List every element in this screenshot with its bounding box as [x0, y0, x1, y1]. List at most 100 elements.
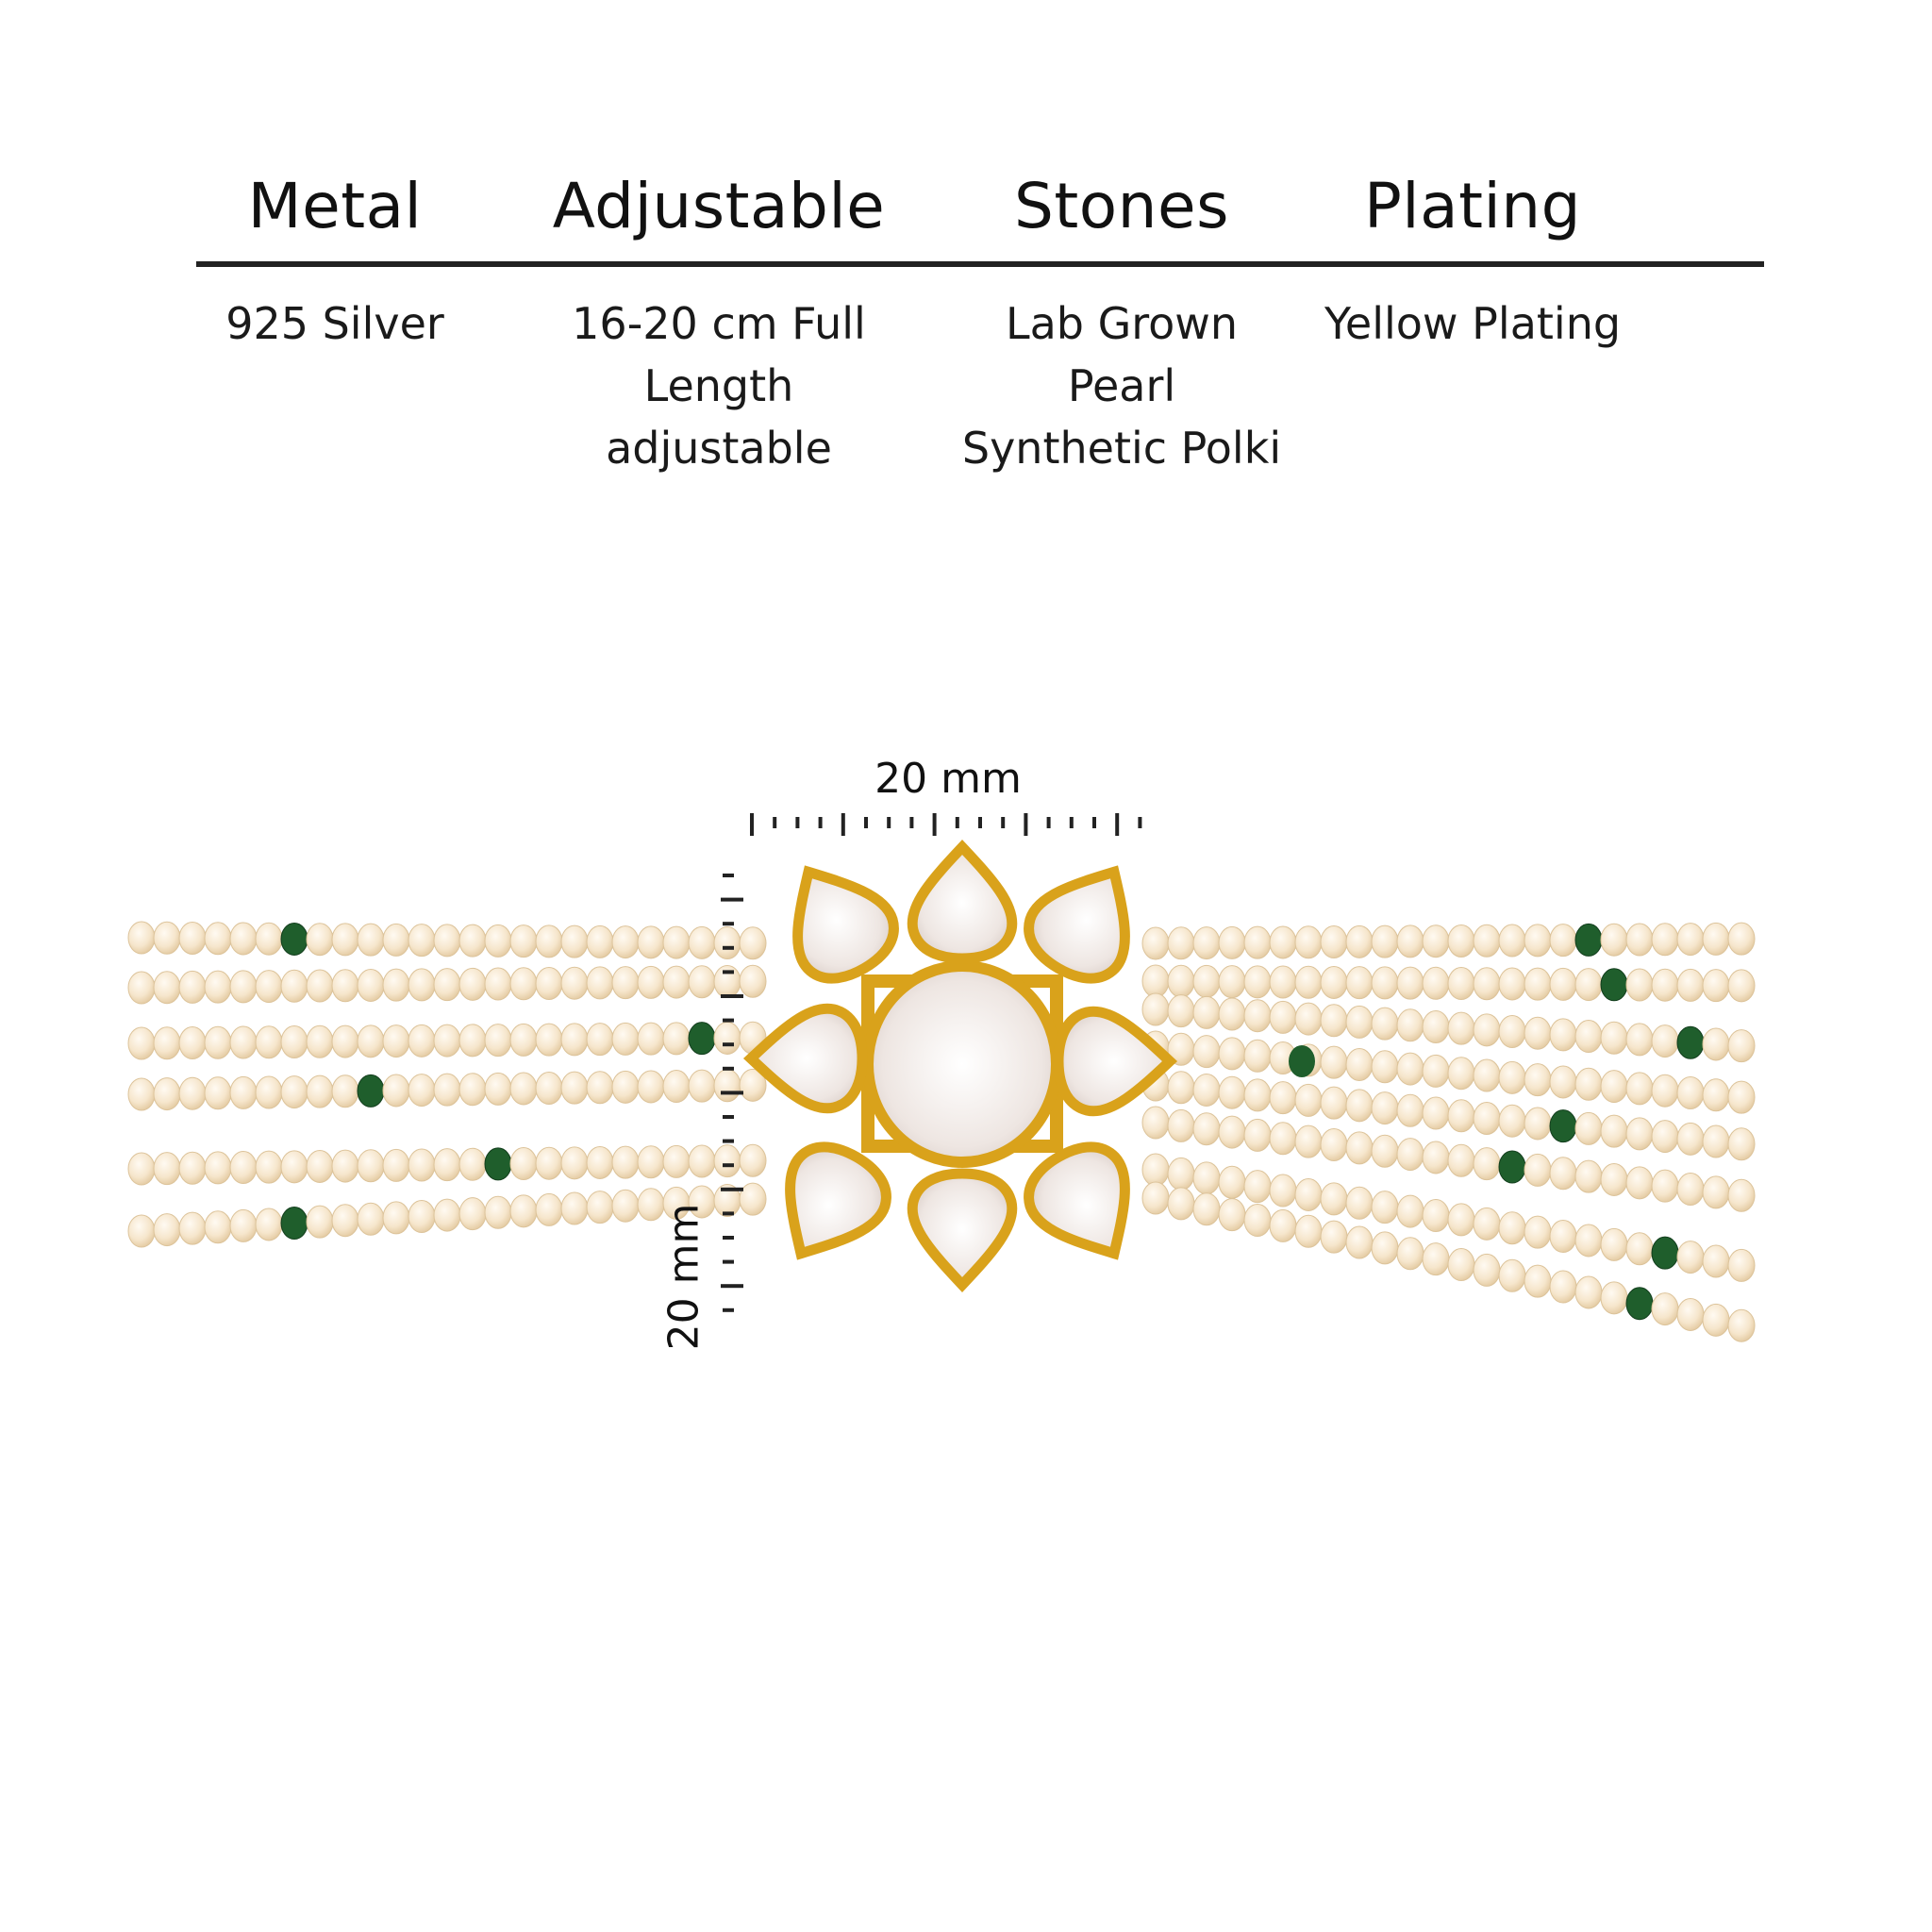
pearl-bead — [1192, 1192, 1221, 1226]
spec-value-line: Synthetic Polki — [961, 423, 1282, 474]
spec-header-plating: Plating — [1363, 170, 1582, 242]
pearl-bead — [1727, 1080, 1756, 1114]
pearl-bead — [662, 965, 691, 999]
ruler-tick — [955, 817, 959, 828]
pearl-bead — [509, 1147, 538, 1181]
pearl-bead — [1447, 924, 1475, 958]
spec-header-stones: Stones — [1014, 170, 1229, 242]
pearl-bead — [611, 1022, 640, 1056]
pearl-bead — [1651, 1169, 1679, 1203]
pearl-bead — [1473, 1253, 1501, 1287]
ruler-tick — [795, 817, 800, 828]
pearl-bead — [1702, 1303, 1730, 1337]
pearl-bead — [178, 921, 207, 955]
pearl-bead — [382, 1024, 410, 1058]
pearl-bead — [535, 1146, 563, 1180]
pearl-bead — [1141, 1153, 1170, 1187]
ruler-tick — [723, 1163, 734, 1168]
pearl-bead — [382, 1201, 410, 1235]
pearl-bead — [1651, 1292, 1679, 1326]
pearl-bead — [458, 1147, 487, 1181]
ruler-tick — [1046, 817, 1051, 828]
pearl-bead — [611, 1189, 640, 1223]
pearl-bead — [1192, 1073, 1221, 1107]
pearl-bead — [1727, 1178, 1756, 1212]
ruler-tick — [864, 817, 868, 828]
pearl-bead — [1243, 925, 1272, 959]
pearl-bead — [509, 967, 538, 1001]
pearl-bead — [1524, 1264, 1552, 1298]
pearl-bead — [127, 1077, 156, 1111]
pearl-bead — [1498, 924, 1526, 958]
pearl-bead — [1243, 1170, 1272, 1204]
pearl-bead — [1676, 923, 1705, 957]
pearl-bead — [560, 1191, 589, 1225]
pearl-bead — [1192, 995, 1221, 1029]
pearl-bead — [1243, 999, 1272, 1033]
pearl-bead — [382, 1148, 410, 1182]
pearl-bead — [1600, 923, 1628, 957]
pearl-bead — [1447, 1099, 1475, 1133]
pearl-bead — [1702, 969, 1730, 1003]
pearl-bead — [204, 1076, 232, 1110]
pearl-bead — [1447, 1057, 1475, 1091]
teardrop-polki-stone — [1024, 1141, 1130, 1260]
pearl-bead — [535, 966, 563, 1000]
pearl-bead — [1320, 1182, 1348, 1216]
pearl-bead — [229, 1151, 258, 1185]
pearl-bead — [1549, 967, 1577, 1001]
spec-header-adjustable: Adjustable — [552, 170, 886, 242]
pearl-bead — [1524, 924, 1552, 958]
pearl-bead — [153, 1213, 181, 1247]
pearl-bead — [1218, 997, 1246, 1031]
pearl-bead — [306, 969, 334, 1003]
pearl-bead — [637, 925, 665, 959]
emerald-bead — [688, 1022, 716, 1056]
pearl-bead — [458, 967, 487, 1001]
pearl-bead — [1574, 1067, 1603, 1101]
pearl-bead — [637, 965, 665, 999]
pearl-bead — [331, 1149, 359, 1183]
pearl-bead — [1371, 1134, 1399, 1168]
pearl-bead — [1269, 1208, 1297, 1242]
pearl-bead — [1167, 926, 1195, 960]
pearl-bead — [1473, 967, 1501, 1001]
pearl-bead — [560, 1146, 589, 1180]
pearl-bead — [1371, 1091, 1399, 1125]
pearl-bead — [611, 1145, 640, 1179]
pearl-bead — [1269, 1122, 1297, 1156]
pearl-bead — [713, 1069, 741, 1103]
pearl-bead — [153, 1152, 181, 1186]
pearl-bead — [204, 1151, 232, 1185]
pearl-bead — [662, 1070, 691, 1104]
pearl-bead — [255, 1208, 283, 1241]
pearl-bead — [1600, 1070, 1628, 1104]
pearl-bead — [1600, 1281, 1628, 1315]
pearl-bead — [1269, 1174, 1297, 1208]
pearl-bead — [1371, 1191, 1399, 1224]
ruler-tick — [721, 1284, 743, 1289]
pearl-bead — [1422, 1141, 1450, 1174]
pearl-bead — [1498, 1104, 1526, 1138]
pearl-bead — [1243, 1118, 1272, 1152]
pearl-bead — [433, 1073, 461, 1107]
emerald-bead — [280, 1207, 308, 1241]
pearl-bead — [357, 968, 385, 1002]
pearl-bead — [739, 926, 767, 960]
pearl-bead — [1218, 965, 1246, 999]
pearl-bead — [560, 966, 589, 1000]
spec-value-line: 925 Silver — [225, 298, 444, 349]
pearl-bead — [586, 1071, 614, 1105]
pearl-bead — [408, 1074, 436, 1108]
pearl-bead — [484, 1195, 512, 1229]
pearl-bead — [229, 1025, 258, 1059]
pearl-bead — [408, 1024, 436, 1058]
pearl-bead — [509, 924, 538, 958]
pearl-bead — [433, 1024, 461, 1058]
pearl-bead — [357, 923, 385, 957]
pearl-bead — [127, 1214, 156, 1248]
pearl-bead — [1549, 1220, 1577, 1254]
pearl-bead — [1141, 1181, 1170, 1215]
pearl-bead — [1651, 968, 1679, 1002]
ruler-tick — [721, 994, 743, 998]
